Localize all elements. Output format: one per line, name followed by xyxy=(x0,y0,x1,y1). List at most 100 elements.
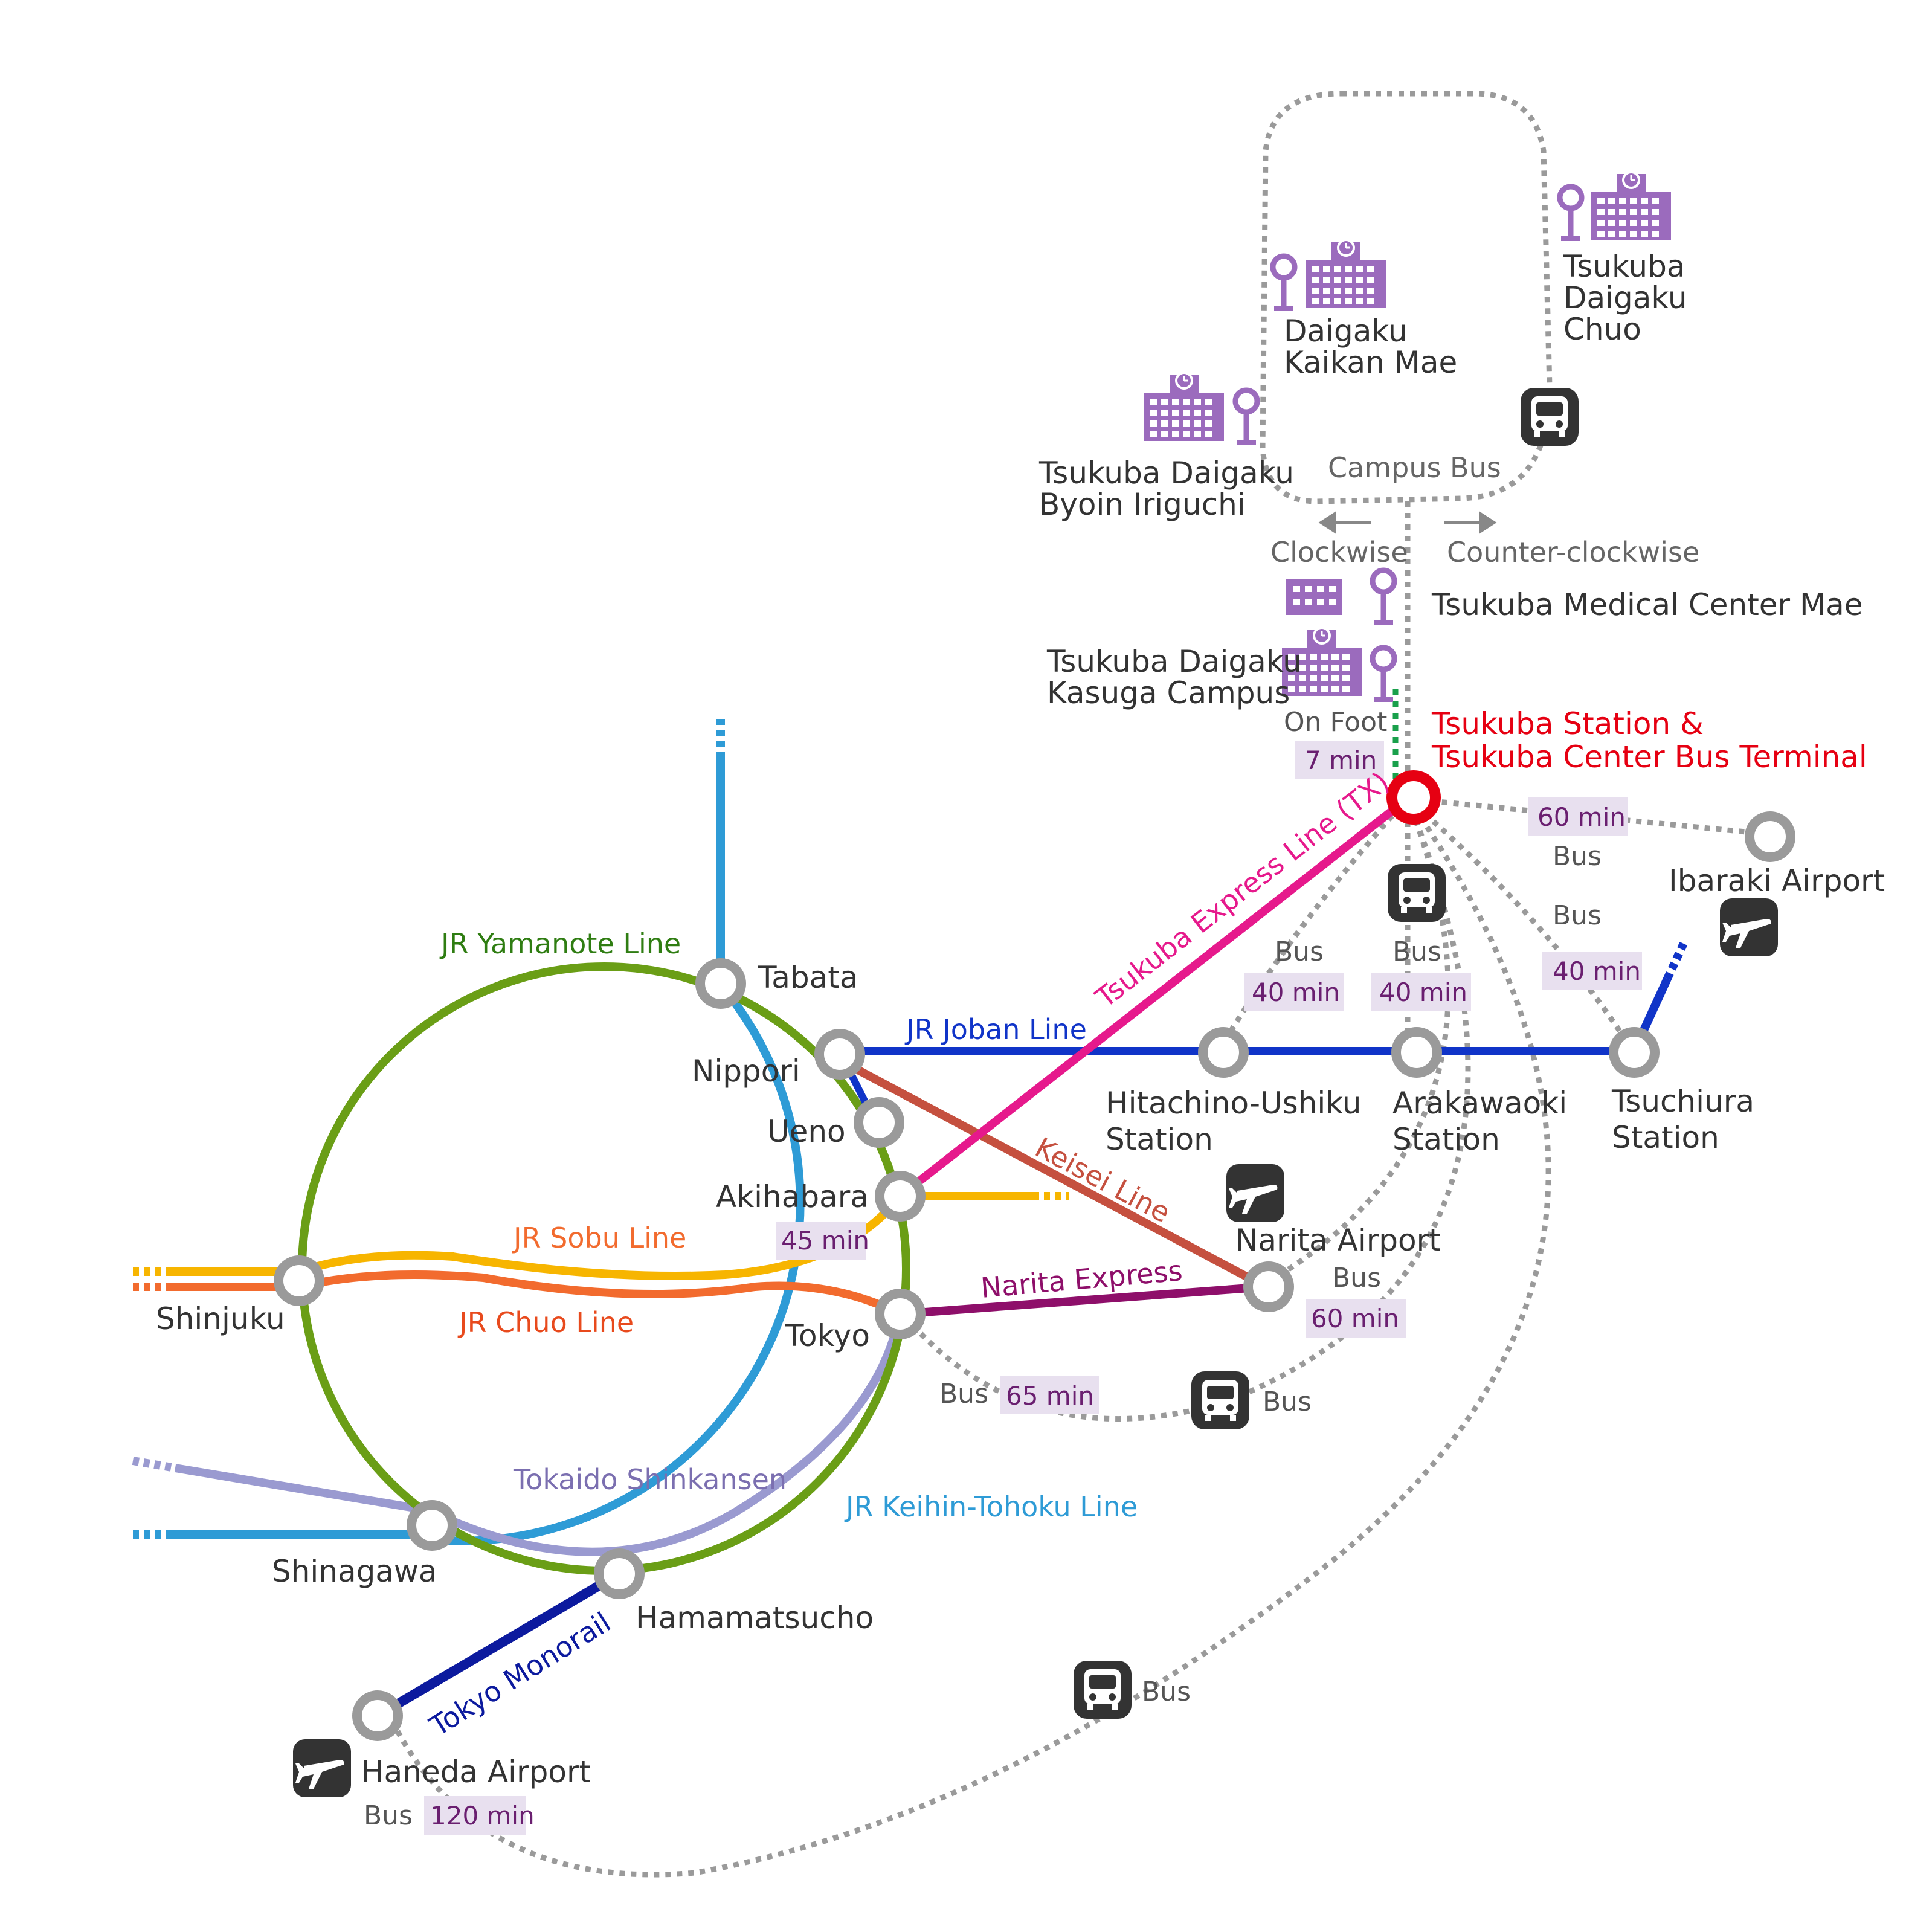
joban-north-dash xyxy=(1663,938,1690,980)
station-markers xyxy=(274,770,1795,1741)
station-tsukuba xyxy=(1386,770,1441,825)
tokaido-arc xyxy=(427,1310,904,1556)
building-icon xyxy=(1305,237,1387,309)
narita-express-line xyxy=(900,1283,1266,1318)
tokaido-shinkansen-label: Tokaido Shinkansen xyxy=(513,1463,787,1496)
haneda-airport-label: Haneda Airport xyxy=(361,1754,591,1789)
bus-icon xyxy=(1191,1371,1249,1429)
station-narita xyxy=(1243,1261,1294,1312)
bus-icon xyxy=(1521,388,1579,446)
bus-stop-pin-icon xyxy=(1373,570,1394,622)
ibaraki-bus-label: Bus xyxy=(1553,841,1602,872)
bus-stop-pin-icon xyxy=(1235,390,1257,442)
shinagawa-label: Shinagawa xyxy=(272,1554,437,1589)
chuo-line-label: JR Chuo Line xyxy=(457,1306,634,1339)
hitachino-bus-label: Bus xyxy=(1275,936,1324,967)
direction-arrows xyxy=(1318,511,1497,534)
tsukuba-station-label-1: Tsukuba Station & xyxy=(1431,706,1704,741)
station-nippori xyxy=(814,1029,865,1080)
haneda-bus-label: Bus xyxy=(364,1800,413,1831)
arakawaoki-label-1: Arakawaoki xyxy=(1392,1086,1567,1121)
building-icon xyxy=(1590,170,1672,242)
station-akihabara xyxy=(875,1171,926,1222)
ueno-label: Ueno xyxy=(767,1114,846,1149)
nippori-label: Nippori xyxy=(692,1054,800,1089)
station-arakawaoki xyxy=(1391,1027,1442,1078)
on-foot-label: On Foot xyxy=(1284,707,1387,738)
byoin-iriguchi-label-1: Tsukuba Daigaku xyxy=(1038,456,1294,491)
clockwise-label: Clockwise xyxy=(1270,536,1408,568)
daigaku-chuo-label-1: Tsukuba xyxy=(1563,249,1685,284)
keihin-tohoku-arc xyxy=(428,982,805,1545)
station-hamamatsucho xyxy=(594,1548,645,1599)
station-shinjuku xyxy=(274,1255,324,1306)
keihin-tohoku-label: JR Keihin-Tohoku Line xyxy=(844,1490,1138,1523)
bus-icon xyxy=(1388,864,1446,922)
kaikan-mae-label-2: Kaikan Mae xyxy=(1284,345,1457,380)
tsuchiura-time-label: 40 min xyxy=(1553,956,1641,986)
arakawaoki-bus-label: Bus xyxy=(1392,936,1441,967)
plane-icon xyxy=(1720,898,1778,956)
akihabara-label: Akihabara xyxy=(716,1179,869,1214)
station-tsuchiura xyxy=(1609,1027,1660,1078)
kasuga-campus-label-1: Tsukuba Daigaku xyxy=(1046,644,1302,679)
station-hitachino xyxy=(1198,1027,1249,1078)
kasuga-campus-label-2: Kasuga Campus xyxy=(1047,675,1290,710)
bus-stop-pin-icon xyxy=(1560,187,1582,239)
building-icon xyxy=(1143,370,1225,442)
arakawaoki-label-2: Station xyxy=(1392,1122,1500,1157)
shinjuku-label: Shinjuku xyxy=(156,1301,285,1336)
hitachino-label-1: Hitachino-Ushiku xyxy=(1106,1086,1361,1121)
station-shinagawa xyxy=(407,1500,457,1551)
tokyo-time-label: 65 min xyxy=(1006,1381,1094,1411)
foot-time-label: 7 min xyxy=(1305,745,1377,775)
ibaraki-time-label: 60 min xyxy=(1537,802,1626,832)
narita-time-label: 60 min xyxy=(1311,1304,1399,1333)
tsuchiura-label-1: Tsuchiura xyxy=(1611,1084,1754,1119)
keisei-line xyxy=(837,1056,1268,1291)
hitachino-label-2: Station xyxy=(1106,1122,1213,1157)
narita-airport-label: Narita Airport xyxy=(1235,1223,1441,1258)
station-ibaraki xyxy=(1745,811,1795,862)
campus-bus-loop xyxy=(1260,91,1553,504)
bus-icon xyxy=(1074,1661,1132,1719)
daigaku-chuo-label-2: Daigaku xyxy=(1563,280,1687,315)
chuo-west xyxy=(169,1270,903,1318)
joban-line-label: JR Joban Line xyxy=(904,1013,1087,1046)
byoin-iriguchi-label-2: Byoin Iriguchi xyxy=(1039,487,1246,522)
tokyo-bus-label: Bus xyxy=(939,1379,988,1409)
tokaido-west-dash xyxy=(132,1457,176,1472)
daigaku-chuo-label-3: Chuo xyxy=(1563,312,1641,347)
bus-stop-pin-icon xyxy=(1273,256,1295,308)
hamamatsucho-label: Hamamatsucho xyxy=(636,1600,874,1635)
tsuchiura-label-2: Station xyxy=(1612,1120,1719,1155)
tsukuba-express-line xyxy=(897,795,1411,1200)
bus-stop-pin-icon xyxy=(1373,648,1394,700)
tsukuba-express-label: Tsukuba Express Line (TX) xyxy=(1089,765,1396,1015)
tsukuba-station-label-2: Tsukuba Center Bus Terminal xyxy=(1431,739,1867,774)
plane-icon xyxy=(1226,1164,1284,1222)
bus-route-ibaraki xyxy=(1407,796,1765,837)
narita-bus-label: Bus xyxy=(1332,1263,1381,1293)
kaikan-mae-label-1: Daigaku xyxy=(1284,314,1408,349)
station-tokyo xyxy=(875,1289,926,1339)
station-tabata xyxy=(695,958,746,1009)
bus-route-tsuchiura xyxy=(1406,796,1634,1050)
tsuchiura-bus-label: Bus xyxy=(1553,900,1602,931)
haneda-bus-label-2: Bus xyxy=(1142,1676,1191,1707)
yamanote-line-label: JR Yamanote Line xyxy=(439,927,681,960)
station-ueno xyxy=(854,1097,904,1148)
tokyo-monorail-line xyxy=(375,1570,622,1720)
tokaido-west xyxy=(174,1464,430,1515)
tokyo-bus-label-2: Bus xyxy=(1263,1386,1312,1417)
tokyo-label: Tokyo xyxy=(785,1318,870,1353)
ibaraki-airport-label: Ibaraki Airport xyxy=(1669,863,1885,898)
sobu-line-label: JR Sobu Line xyxy=(512,1222,686,1254)
counter-clockwise-label: Counter-clockwise xyxy=(1447,536,1699,568)
building-icon xyxy=(1286,579,1342,615)
haneda-time-label: 120 min xyxy=(430,1801,535,1831)
akihabara-time-label: 45 min xyxy=(781,1226,869,1255)
arakawaoki-time-label: 40 min xyxy=(1379,977,1467,1007)
station-haneda xyxy=(352,1690,403,1741)
